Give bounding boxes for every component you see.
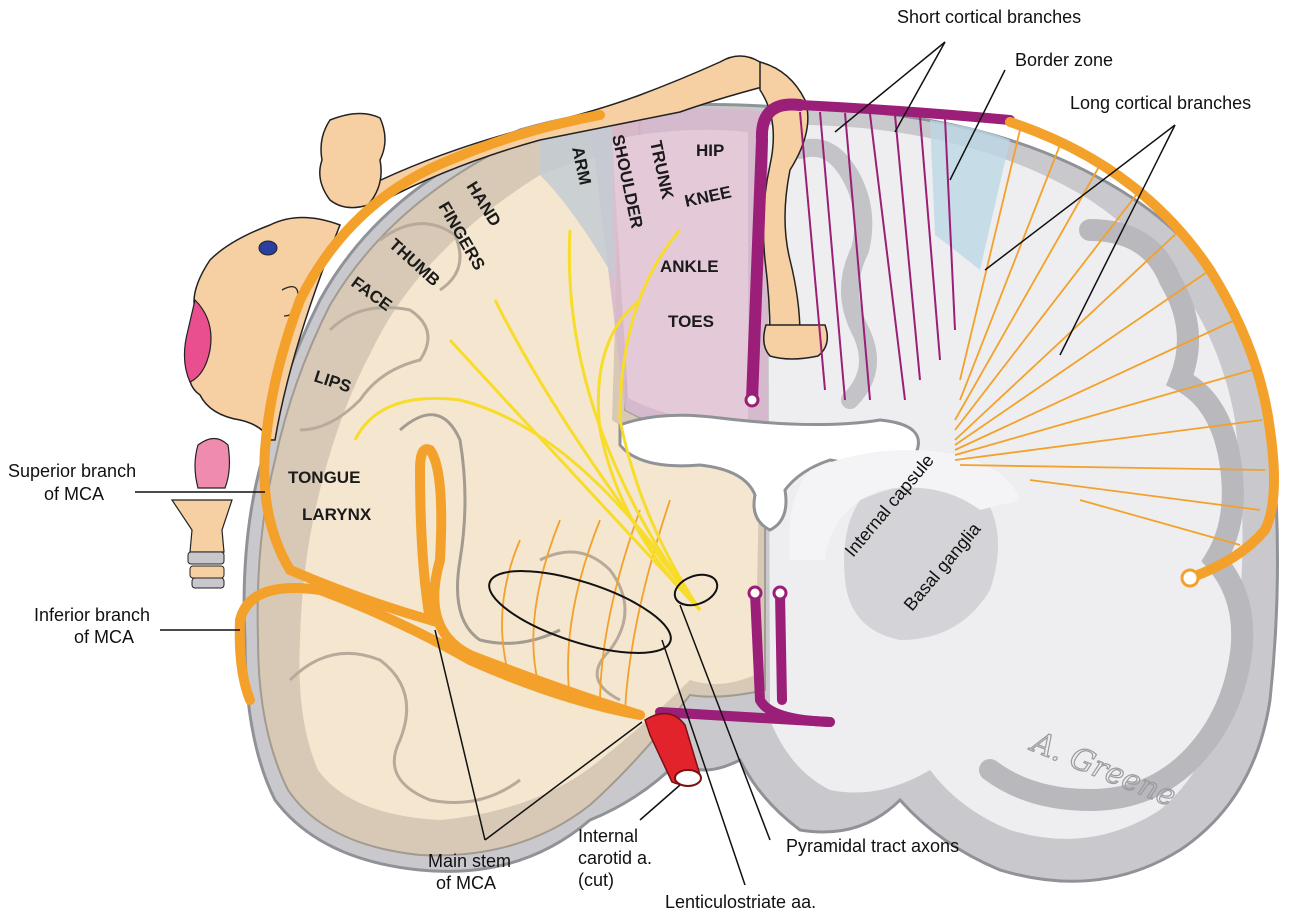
label-carotid-1: Internal <box>578 826 638 846</box>
label-short-cortical: Short cortical branches <box>897 7 1081 27</box>
label-carotid-3: (cut) <box>578 870 614 890</box>
label-long-cortical: Long cortical branches <box>1070 93 1251 113</box>
aca-cut-end-1 <box>749 587 761 599</box>
label-inferior-branch-1: Inferior branch <box>34 605 150 625</box>
aca-cut-end-top <box>746 394 758 406</box>
tongue-figure <box>195 439 229 489</box>
label-pyramidal: Pyramidal tract axons <box>786 836 959 856</box>
label-toes: TOES <box>668 312 714 331</box>
trachea-ring-2 <box>190 566 224 578</box>
trachea-ring-1 <box>188 552 224 564</box>
carotid-cut-end <box>675 770 701 786</box>
eye <box>259 241 277 255</box>
label-lenticulostriate: Lenticulostriate aa. <box>665 892 816 912</box>
homunculus-foot <box>764 325 828 359</box>
label-inferior-branch-2: of MCA <box>74 627 134 647</box>
label-superior-branch-2: of MCA <box>44 484 104 504</box>
mca-cut-end <box>1182 570 1198 586</box>
label-border-zone: Border zone <box>1015 50 1113 70</box>
label-hip: HIP <box>696 141 724 160</box>
label-main-stem-1: Main stem <box>428 851 511 871</box>
label-superior-branch-1: Superior branch <box>8 461 136 481</box>
label-larynx: LARYNX <box>302 505 372 524</box>
homunculus-fist <box>320 113 385 207</box>
label-carotid-2: carotid a. <box>578 848 652 868</box>
trachea-ring-3 <box>192 578 224 588</box>
aca-cut-end-2 <box>774 587 786 599</box>
label-ankle: ANKLE <box>660 257 719 276</box>
label-tongue: TONGUE <box>288 468 360 487</box>
larynx-figure <box>172 500 232 552</box>
aca-lower-2 <box>780 593 782 700</box>
label-main-stem-2: of MCA <box>436 873 496 893</box>
